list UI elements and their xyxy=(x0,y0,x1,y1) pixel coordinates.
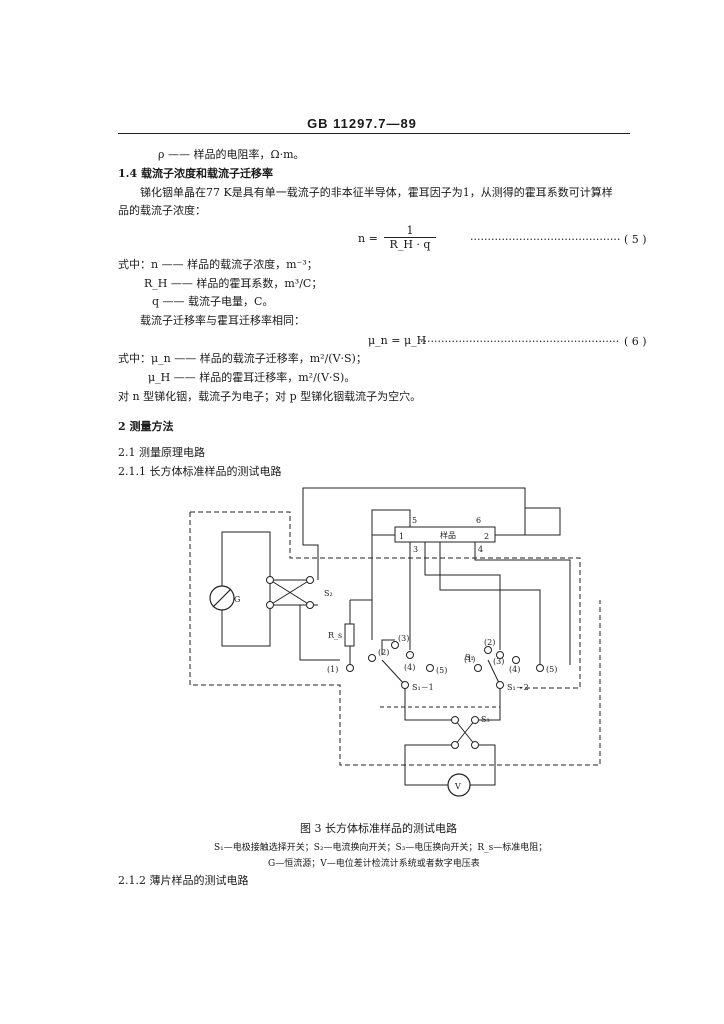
s3-to-v-right xyxy=(470,744,496,786)
s1-label: S₁ xyxy=(465,653,474,662)
s2-to-6 xyxy=(302,487,526,580)
g-label: G xyxy=(234,595,240,604)
pos-label-1-right: (1) xyxy=(464,655,475,664)
lead-4b xyxy=(439,542,541,665)
s2-contact-4 xyxy=(306,601,314,609)
dashed-loop-bottom xyxy=(189,512,601,766)
terminal-6: 6 xyxy=(476,516,481,525)
s2-contact-3 xyxy=(306,576,314,584)
where-mu: 式中：μ_n —— 样品的载流子迁移率，m²/(V·S)； xyxy=(118,352,367,365)
eq5-fraction: 1 R_H · q xyxy=(384,224,436,252)
pos-label-2-left: (2) xyxy=(378,648,389,657)
s1-2-pos-3 xyxy=(496,651,504,659)
s2-label: S₂ xyxy=(324,589,333,598)
s1-left-wiring xyxy=(381,639,395,655)
figure-legend-2: G—恒流源；V—电位差计检流计系统或者数字电压表 xyxy=(268,859,480,869)
eq5-numerator: 1 xyxy=(384,224,436,238)
pos-label-2-right: (2) xyxy=(484,638,495,647)
rs-resistor xyxy=(344,623,355,647)
figure-caption: 图 3 长方体标准样品的测试电路 xyxy=(300,822,457,835)
s1-1-pos-4 xyxy=(406,651,414,659)
lead-2 xyxy=(495,507,561,536)
eq5-number: ( 5 ) xyxy=(624,233,647,246)
section-1-4-heading: 1.4 载流子浓度和载流子迁移率 xyxy=(118,167,273,180)
s1-1-pos-2 xyxy=(368,654,376,662)
pos-label-5-left: (5) xyxy=(436,666,447,675)
eq6-leader-dots: ········································… xyxy=(420,335,620,348)
s3-contact-2 xyxy=(471,716,479,724)
terminal-1: 1 xyxy=(399,532,404,541)
where-q: q —— 载流子电量，C。 xyxy=(152,295,274,308)
s3-arms xyxy=(454,719,476,746)
s1-2-label: S₁－2 xyxy=(507,683,529,692)
where-rh: R_H —— 样品的霍耳系数，m³/C； xyxy=(144,277,323,290)
s3-contact-1 xyxy=(451,716,459,724)
section-2-1-2-heading: 2.1.2 薄片样品的测试电路 xyxy=(118,874,249,887)
eq5-lhs: n = xyxy=(358,232,378,245)
v-label: V xyxy=(454,782,461,791)
carrier-note: 对 n 型锑化铟，载流子为电子；对 p 型锑化铟载流子为空穴。 xyxy=(118,390,422,403)
terminal-5: 5 xyxy=(412,516,417,525)
s1-2-to-s3 xyxy=(475,685,501,721)
rs-label: R_s xyxy=(328,631,342,640)
s1-1-label: S₁－1 xyxy=(412,683,434,692)
lead-3b xyxy=(424,542,501,650)
s1-2-arm xyxy=(487,659,501,686)
lead-1-5 xyxy=(371,509,411,536)
rho-definition: ρ —— 样品的电阻率，Ω·m。 xyxy=(158,148,305,161)
g-source-symbol xyxy=(209,585,235,611)
where-muh: μ_H —— 样品的霍耳迁移率，m²/(V·S)。 xyxy=(148,371,356,384)
paragraph-line-2: 品的载流子浓度： xyxy=(118,204,206,217)
page-header: GB 11297.7—89 xyxy=(307,116,417,131)
pos-label-4-left: (4) xyxy=(404,663,415,672)
dashed-loop-top xyxy=(190,511,581,689)
terminal-4: 4 xyxy=(478,545,483,554)
section-2-heading: 2 测量方法 xyxy=(118,420,174,433)
header-rule xyxy=(118,133,630,134)
s1-2-pos-5 xyxy=(536,664,544,672)
s1-1-pos-5 xyxy=(426,664,434,672)
s2-arms xyxy=(269,579,311,606)
s3-to-v-left xyxy=(404,744,455,786)
terminal-2: 2 xyxy=(484,532,489,541)
pos-label-3-right: (3) xyxy=(493,657,504,666)
mobility-intro: 载流子迁移率与霍耳迁移率相同： xyxy=(140,314,305,327)
where-n: 式中：n —— 样品的载流子浓度，m⁻³； xyxy=(118,258,318,271)
terminal-3: 3 xyxy=(413,545,418,554)
pos-label-1-left: (1) xyxy=(327,665,338,674)
s1-2-pos-2 xyxy=(484,646,492,654)
s2-contact-2 xyxy=(266,601,274,609)
lead-4 xyxy=(474,542,571,665)
s1-1-arm xyxy=(381,659,406,686)
pos-label-5-right: (5) xyxy=(546,665,557,674)
figure-legend-1: S₁—电极接触选择开关；S₂—电流换向开关；S₃—电压换向开关；R_s—标准电阻… xyxy=(214,843,548,853)
pos-label-3-left: (3) xyxy=(398,634,409,643)
section-2-1-heading: 2.1 测量原理电路 xyxy=(118,446,205,459)
section-2-1-1-heading: 2.1.1 长方体标准样品的测试电路 xyxy=(118,465,282,478)
s3-contact-4 xyxy=(471,741,479,749)
s1-2-pos-4 xyxy=(512,656,520,664)
sample-label: 样品 xyxy=(440,530,456,540)
s1-1-common xyxy=(401,681,409,689)
s1-1-pos-1 xyxy=(346,664,354,672)
eq6-number: ( 6 ) xyxy=(624,335,647,348)
s1-2-common xyxy=(496,681,504,689)
s3-contact-3 xyxy=(451,741,459,749)
eq5-leader-dots: ········································… xyxy=(470,233,620,246)
paragraph-line-1: 锑化铟单晶在77 K是具有单一载流子的非本征半导体，霍耳因子为1，从测得的霍耳系… xyxy=(140,186,613,199)
s2-contact-1 xyxy=(266,576,274,584)
voltmeter-symbol xyxy=(447,773,471,797)
s3-label: S₃ xyxy=(481,715,490,724)
eq5-denominator: R_H · q xyxy=(389,238,431,251)
pos-label-4-right: (4) xyxy=(509,665,520,674)
s1-2-pos-1 xyxy=(474,664,482,672)
s1-1-pos-3 xyxy=(391,641,399,649)
s1-1-to-s3 xyxy=(404,685,455,721)
eq6: μ_n = μ_H xyxy=(368,334,427,347)
